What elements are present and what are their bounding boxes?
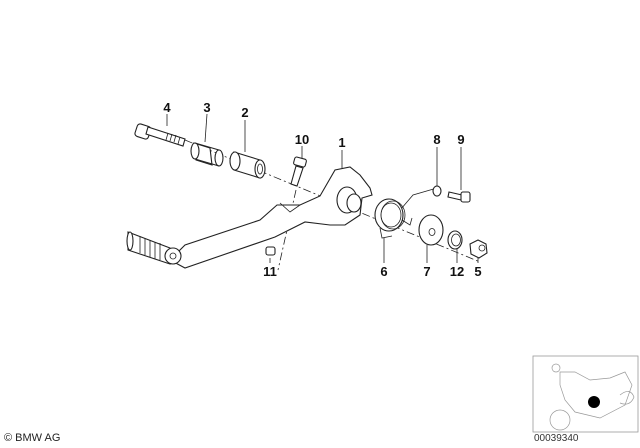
callout-leader-lines xyxy=(166,113,479,263)
callout-5[interactable]: 5 xyxy=(474,264,481,279)
part-12-ring[interactable] xyxy=(447,230,463,250)
part-1-shift-lever[interactable] xyxy=(126,166,373,269)
callout-11[interactable]: 11 xyxy=(263,264,277,279)
part-4-bolt[interactable] xyxy=(134,123,186,147)
part-8-washer[interactable] xyxy=(432,185,442,197)
part-2-bushing[interactable] xyxy=(229,151,266,179)
callout-8[interactable]: 8 xyxy=(433,132,440,147)
part-3-sleeve[interactable] xyxy=(190,142,224,167)
callout-1[interactable]: 1 xyxy=(338,135,345,150)
location-marker-dot xyxy=(588,396,600,408)
callout-2[interactable]: 2 xyxy=(241,105,248,120)
part-6-spring[interactable] xyxy=(374,198,413,239)
copyright-text: © BMW AG xyxy=(4,432,61,444)
callout-6[interactable]: 6 xyxy=(380,264,387,279)
part-7-washer[interactable] xyxy=(418,214,444,246)
bolt-axis-line xyxy=(277,189,297,271)
callout-4[interactable]: 4 xyxy=(163,100,171,115)
motorcycle-thumbnail xyxy=(532,355,639,433)
callout-9[interactable]: 9 xyxy=(457,132,464,147)
part-10-screw[interactable] xyxy=(290,156,307,187)
callout-3[interactable]: 3 xyxy=(203,100,210,115)
part-5-nut[interactable] xyxy=(469,239,488,259)
part-9-screw[interactable] xyxy=(447,191,471,203)
document-number: 00039340 xyxy=(534,433,579,444)
callout-10[interactable]: 10 xyxy=(295,132,309,147)
callout-12[interactable]: 12 xyxy=(450,264,464,279)
callout-7[interactable]: 7 xyxy=(423,264,430,279)
part-11-nut[interactable] xyxy=(265,246,276,256)
